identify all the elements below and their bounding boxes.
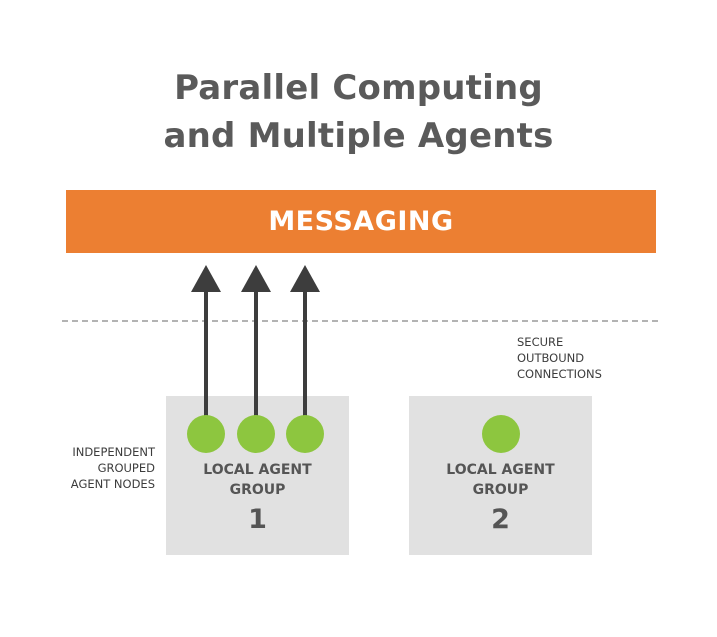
group-1-label-line-1: LOCAL AGENT — [203, 462, 312, 478]
title-line-1: Parallel Computing — [174, 68, 543, 108]
arrow-head-1 — [191, 265, 221, 292]
messaging-label: MESSAGING — [268, 206, 454, 237]
agent-node-2-1 — [482, 415, 520, 453]
arrow-head-3 — [290, 265, 320, 292]
left-label-line-1: INDEPENDENT — [72, 445, 155, 459]
left-label-line-3: AGENT NODES — [70, 477, 155, 491]
independent-agent-nodes-label: INDEPENDENT GROUPED AGENT NODES — [71, 444, 155, 492]
group-2-number: 2 — [491, 504, 510, 535]
group-1-number: 1 — [248, 504, 267, 535]
right-label-line-3: CONNECTIONS — [517, 367, 602, 381]
left-label-line-2: GROUPED — [97, 461, 155, 475]
group-2-label: LOCAL AGENT GROUP — [409, 460, 592, 500]
secure-outbound-connections-label: SECURE OUTBOUND CONNECTIONS — [517, 334, 602, 382]
agent-node-1-1 — [187, 415, 225, 453]
group-1-label-line-2: GROUP — [229, 482, 286, 498]
right-label-line-1: SECURE — [517, 335, 564, 349]
agent-node-1-2 — [237, 415, 275, 453]
group-1-label: LOCAL AGENT GROUP — [166, 460, 349, 500]
title-line-2: and Multiple Agents — [163, 116, 554, 156]
messaging-bar: MESSAGING — [66, 190, 656, 253]
group-2-label-line-2: GROUP — [472, 482, 529, 498]
arrow-head-2 — [241, 265, 271, 292]
group-2-label-line-1: LOCAL AGENT — [446, 462, 555, 478]
right-label-line-2: OUTBOUND — [517, 351, 585, 365]
network-boundary-divider — [62, 320, 658, 322]
agent-node-1-3 — [286, 415, 324, 453]
page-title: Parallel Computing and Multiple Agents — [0, 64, 717, 160]
